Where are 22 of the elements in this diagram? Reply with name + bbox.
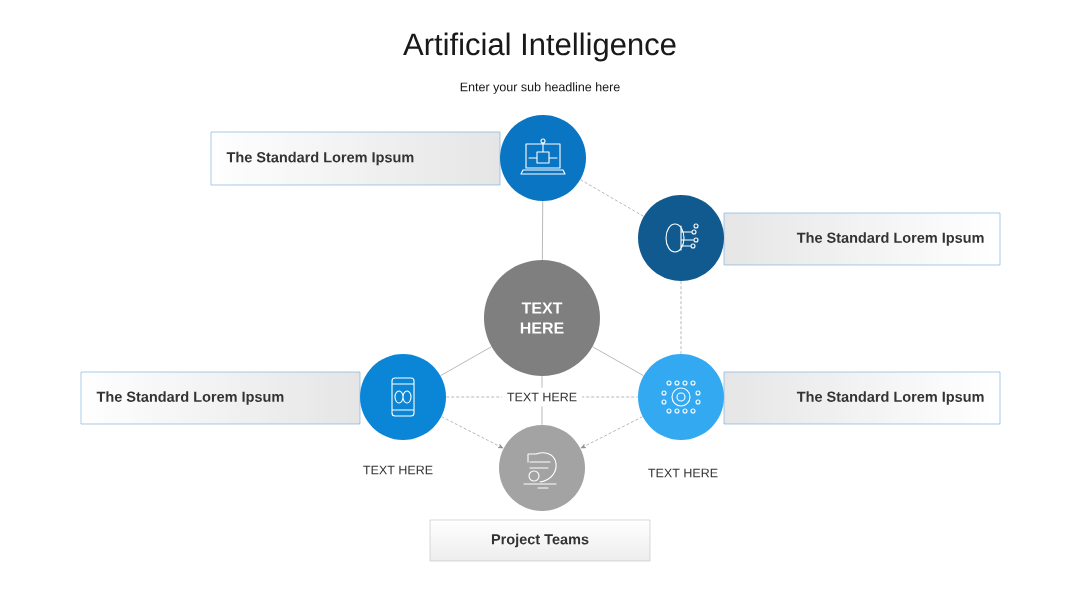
connector	[441, 416, 504, 449]
connector	[592, 346, 644, 376]
text-box: The Standard Lorem Ipsum	[723, 371, 1001, 425]
circle	[638, 354, 724, 440]
circle	[499, 425, 585, 511]
text-box: The Standard Lorem Ipsum	[210, 131, 501, 186]
circle	[500, 115, 586, 201]
text-box: The Standard Lorem Ipsum	[723, 212, 1001, 266]
text-box: Project Teams	[429, 519, 651, 562]
note-text: TEXT HERE	[648, 468, 718, 478]
subtitle: Enter your sub headline here	[460, 82, 620, 94]
connector	[680, 280, 682, 355]
connector	[580, 179, 644, 217]
edge-label: TEXT HERE	[501, 387, 583, 407]
circle	[360, 354, 446, 440]
text-box: The Standard Lorem Ipsum	[80, 371, 361, 425]
connector	[440, 346, 492, 376]
connector	[580, 416, 643, 449]
note-text: TEXT HERE	[363, 465, 433, 475]
circle	[638, 195, 724, 281]
title: Artificial Intelligence	[403, 32, 676, 62]
connector	[542, 200, 544, 261]
